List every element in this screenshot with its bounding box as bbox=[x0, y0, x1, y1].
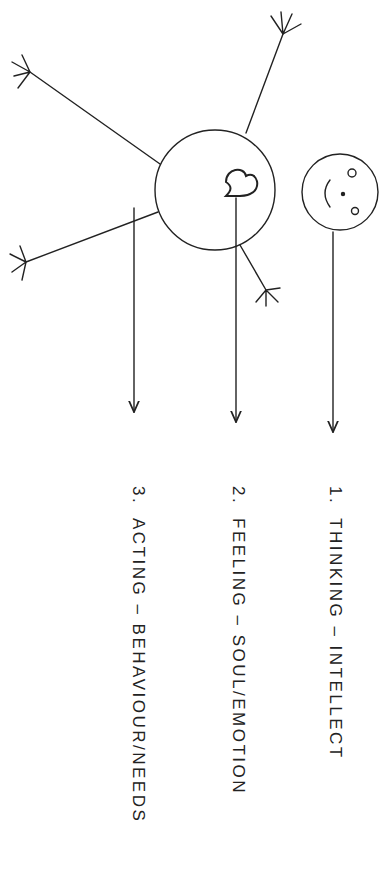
leader-arrow bbox=[133, 208, 134, 412]
nose bbox=[342, 193, 345, 196]
limb bbox=[30, 72, 160, 164]
eye bbox=[348, 169, 356, 177]
leader-arrow bbox=[235, 198, 236, 422]
mouth bbox=[325, 180, 330, 207]
limb bbox=[240, 245, 266, 290]
body bbox=[155, 130, 275, 250]
callout-number: 2. bbox=[228, 486, 248, 505]
callout-number: 1. bbox=[325, 486, 345, 505]
label-text: FEELING – SOUL/EMOTION bbox=[228, 518, 248, 795]
hand bbox=[12, 55, 30, 88]
callout-number: 3. bbox=[128, 486, 148, 505]
hand bbox=[271, 12, 301, 34]
label-text: ACTING – BEHAVIOUR/NEEDS bbox=[128, 518, 148, 823]
limb bbox=[246, 34, 283, 133]
foot bbox=[256, 288, 280, 306]
eye bbox=[352, 208, 359, 215]
label-text: THINKING – INTELLECT bbox=[325, 518, 345, 760]
limb bbox=[26, 212, 158, 262]
leader-arrow bbox=[332, 232, 333, 432]
heart bbox=[226, 170, 257, 196]
foot bbox=[10, 246, 26, 280]
head bbox=[302, 154, 378, 230]
